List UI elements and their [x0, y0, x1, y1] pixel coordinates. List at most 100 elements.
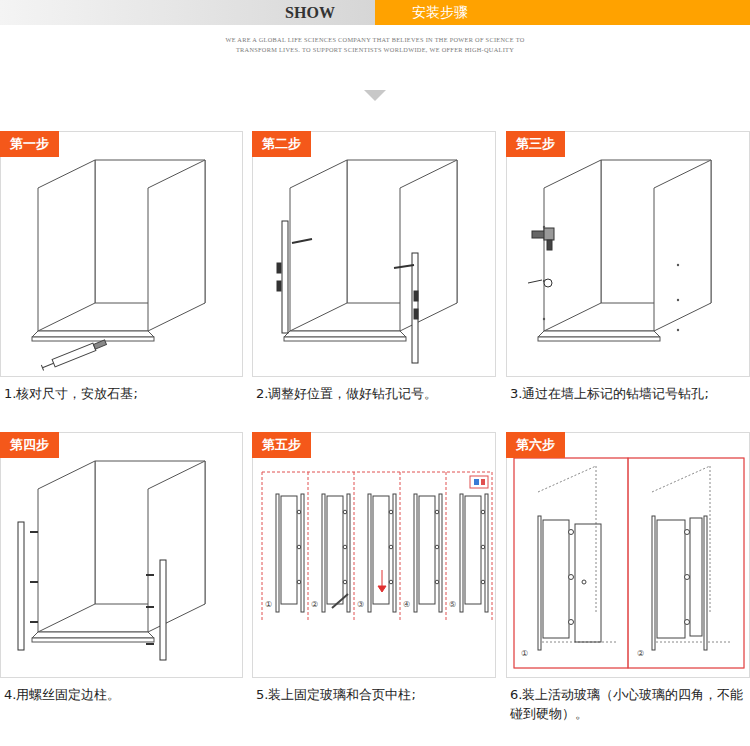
step5-drawing-part-part [276, 494, 279, 612]
step3-drawing-part-part [677, 299, 679, 301]
step-tab: 第一步 [0, 131, 59, 157]
step6-drawing-part-part [569, 620, 574, 625]
step5-drawing-part-part [389, 580, 393, 584]
step4-drawing-part-part [146, 574, 154, 576]
step2-drawing-part-part [414, 309, 418, 319]
step5-drawing-part-part [414, 494, 417, 612]
step5-drawing-part-part [354, 472, 355, 622]
step2-drawing-part [277, 221, 418, 363]
step4-drawing-part-part [30, 621, 38, 623]
callout-number: ⑤ [449, 601, 456, 609]
step5-drawing-part-part [301, 494, 304, 612]
step3-drawing-part-part [544, 228, 554, 240]
step3-drawing-part [538, 160, 711, 341]
step2-drawing-part-part [277, 281, 281, 291]
step6-drawing-part-part [657, 520, 685, 638]
callout-number: ③ [357, 601, 364, 609]
step4-drawing-part-part [160, 560, 166, 660]
step5-drawing-part-part [393, 494, 396, 612]
step-caption: 5.装上固定玻璃和合页中柱; [256, 685, 492, 704]
step-panel: 第三步3.通过在墙上标记的钻墙记号钻孔; [506, 131, 750, 423]
step5-drawing-part-part [465, 496, 481, 604]
step6-drawing-part-part [538, 516, 541, 650]
step5-drawing-part-part [378, 586, 386, 592]
step5-drawing-part-part [322, 494, 325, 612]
step-tab: 第三步 [506, 131, 565, 157]
step2-drawing [277, 160, 457, 363]
step5-drawing-part-part [481, 545, 485, 549]
step5-drawing-part-part [262, 472, 492, 473]
step6-drawing-part-part [652, 642, 732, 643]
step5-drawing-part-part [474, 479, 479, 485]
header-bar-part [0, 0, 375, 25]
step-panel: 第四步 4.用螺丝固定边柱。 [0, 432, 243, 724]
step5-drawing-part-part [382, 570, 383, 586]
step5-drawing-part-part [343, 545, 347, 549]
step5-drawing-part-part [446, 472, 447, 622]
step2-drawing-part-part [282, 221, 288, 333]
step6-drawing-part-part [652, 516, 655, 650]
step1-drawing-part-part [42, 363, 53, 367]
callout-number: ① [521, 650, 528, 658]
step5-drawing-part-part [389, 510, 393, 514]
panel-frame-part [1, 132, 243, 377]
step1-drawing-part-part [93, 340, 106, 349]
step-tab: 第四步 [0, 432, 59, 458]
step5-drawing-part-part [262, 472, 263, 622]
step-panel: 第五步 5.装上固定玻璃和合页中柱; [252, 432, 496, 724]
step4-drawing [18, 461, 205, 660]
step-caption: 4.用螺丝固定边柱。 [4, 685, 239, 704]
step5-drawing-part-part [297, 510, 301, 514]
step5-drawing-part-part [481, 510, 485, 514]
panel-frame-part [1, 433, 243, 678]
step5-drawing-part-part [492, 472, 493, 622]
step-panel: 第六步6.装上活动玻璃（小心玻璃的四角，不能碰到硬物）。 [506, 432, 750, 724]
step5-drawing-part-part [327, 496, 343, 604]
step3-drawing-part-part [528, 280, 542, 283]
step5-drawing-part-part [439, 494, 442, 612]
step6-drawing-part-part [704, 516, 707, 650]
step3-drawing-part-part [547, 240, 552, 250]
step5-drawing-part-part [281, 496, 297, 604]
step3-drawing-part-part [544, 279, 552, 287]
step3-drawing-part-part [677, 264, 679, 266]
step5-drawing-part-part [419, 496, 435, 604]
panel-frame-part [253, 433, 496, 678]
panel-frame-part [507, 433, 750, 678]
step6-drawing-part-part [575, 524, 601, 642]
step-tab: 第五步 [252, 432, 311, 458]
step5-drawing-part-part [460, 494, 463, 612]
step6-drawing-part-part [685, 575, 690, 580]
step4-drawing-part-part [18, 522, 24, 650]
step5-drawing-part-part [308, 472, 309, 622]
step5-drawing [262, 472, 492, 622]
step6-drawing-part-part [652, 466, 710, 492]
step3-drawing [528, 160, 711, 341]
step5-drawing-part-part [470, 476, 488, 488]
panel-frame-part [507, 132, 750, 377]
step5-drawing-part-part [435, 510, 439, 514]
step3-drawing-part [543, 226, 679, 331]
step4-drawing-part [32, 461, 205, 642]
step4-drawing-part-part [146, 606, 154, 608]
intro-text: WE ARE A GLOBAL LIFE SCIENCES COMPANY TH… [215, 35, 535, 55]
step5-drawing-part-part [400, 472, 401, 622]
step6-drawing-part-part [569, 530, 574, 535]
step-panel: 第二步2.调整好位置，做好钻孔记号。 [252, 131, 496, 423]
step6-drawing-part [628, 458, 744, 668]
step5-drawing-part-part [373, 496, 389, 604]
step6-drawing-part-part [685, 620, 690, 625]
panel-frame [1, 132, 750, 678]
step2-drawing-part-part [394, 265, 414, 268]
down-triangle [364, 90, 386, 101]
step5-drawing-part-part [481, 479, 485, 485]
step6-drawing-part-part [582, 580, 586, 584]
step5-drawing-part-part [297, 580, 301, 584]
section-title: 安装步骤 [375, 0, 505, 25]
callout-number: ④ [403, 601, 410, 609]
step-panel: 第一步1.核对尺寸，安放石基; [0, 131, 243, 423]
step3-drawing-part-part [543, 318, 545, 320]
step5-drawing-part-part [343, 510, 347, 514]
